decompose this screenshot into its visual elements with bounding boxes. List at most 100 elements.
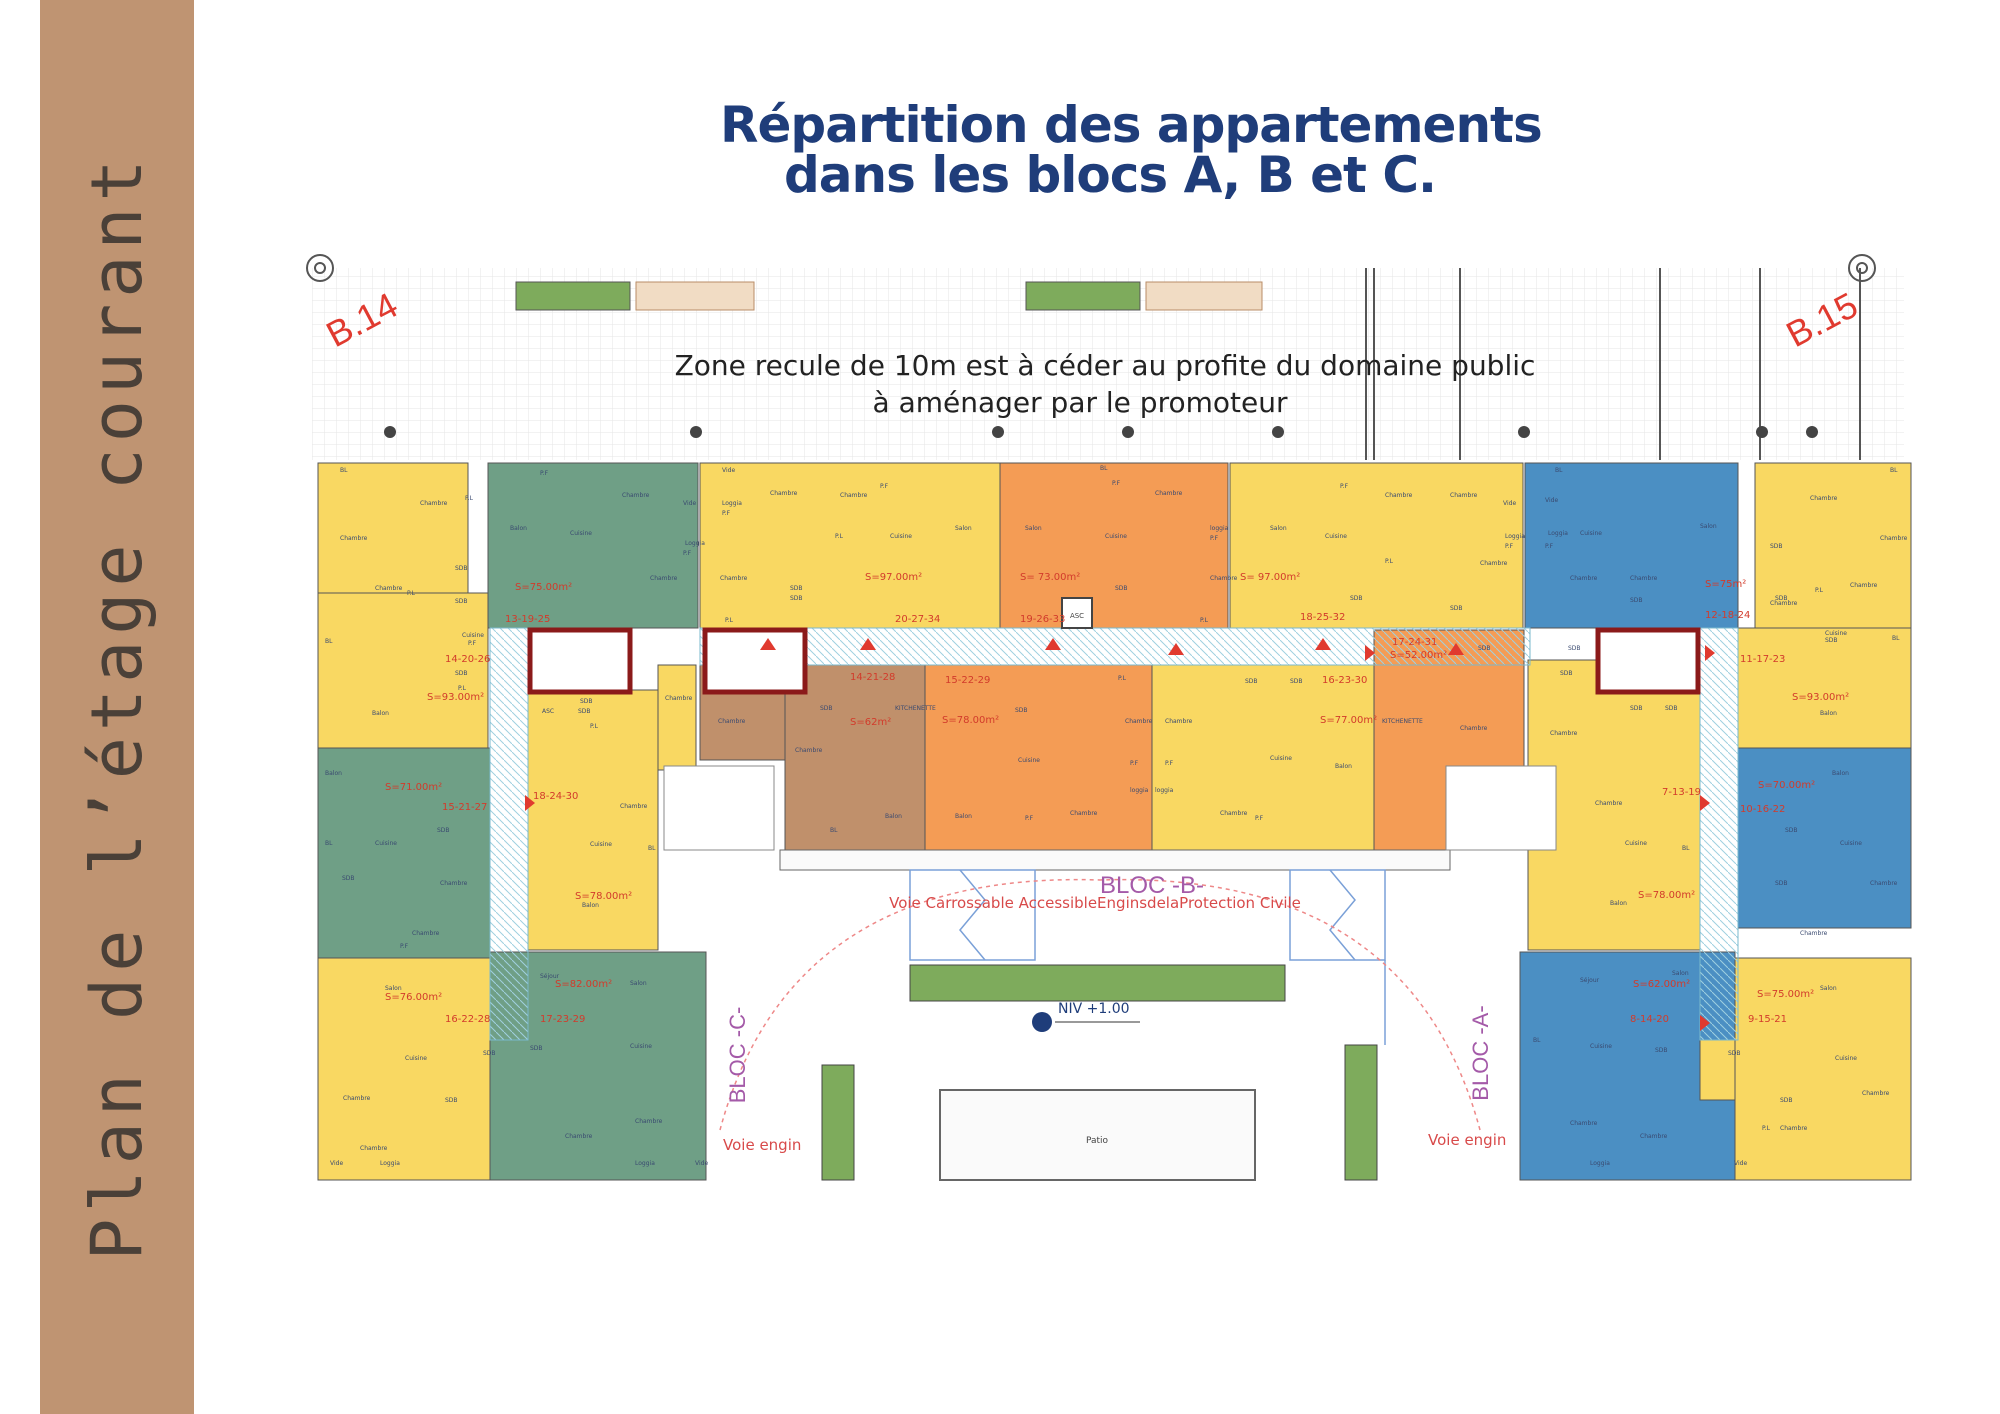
unit-u12 [924,664,1153,851]
room-label: Chambre [1480,560,1508,567]
unit-code: 20-27-34 [895,614,940,625]
page-title: Répartition des appartements dans les bl… [720,100,1543,204]
room-label: BL [325,840,333,847]
unit-u4 [999,462,1229,629]
street-lamps [384,426,1818,438]
room-label: Chambre [1550,730,1578,737]
planters-top [515,281,1263,311]
room-label: SDB [1728,1050,1741,1057]
room-label: Chambre [1450,492,1478,499]
room-label: Balon [1820,710,1837,717]
room-label: P.F [400,943,409,950]
room-label: Balon [955,813,972,820]
room-label: loggia [1130,787,1149,794]
room-label: SDB [1785,827,1798,834]
room-label: P.F [1255,815,1264,822]
room-label: Chambre [622,492,650,499]
room-label: BL [1533,1037,1541,1044]
room-label: P.F [1210,535,1219,542]
room-label: Chambre [1570,575,1598,582]
room-label: P.L [465,495,474,502]
room-label: SDB [790,595,803,602]
room-label: Cuisine [890,533,912,540]
room-label: Loggia [635,1160,655,1167]
room-label: Séjour [1580,977,1600,984]
room-label: SDB [455,670,468,677]
room-label: SDB [1450,605,1463,612]
bloc-a-label: BLOC -A- [1468,1005,1493,1100]
room-label: SDB [342,875,355,882]
unit-u17 [1737,747,1912,929]
room-label: Chambre [1165,718,1193,725]
patio-label: Patio [1086,1136,1109,1146]
room-label: Salon [1820,985,1837,992]
room-label: P.L [590,723,599,730]
room-label: Vide [683,500,696,507]
room-label: Chambre [1780,1125,1808,1132]
unit-area: S=78.00m² [575,891,632,902]
planter-center [909,964,1286,1002]
room-label: Chambre [795,747,823,754]
room-label: loggia [1155,787,1174,794]
zone-note-line-1: Zone recule de 10m est à céder au profit… [675,349,1536,382]
planter-right [1344,1044,1378,1181]
elevator-label: ASC [1070,612,1084,620]
room-label: Salon [1270,525,1287,532]
unit-area: S=75m² [1705,579,1746,590]
room-label: P.F [1025,815,1034,822]
room-label: SDB [580,698,593,705]
unit-area: S= 97.00m² [1240,572,1300,583]
room-label: P.F [880,483,889,490]
room-label: SDB [1478,645,1491,652]
unit-code: 12-18-24 [1705,610,1750,621]
room-label: Cuisine [1325,533,1347,540]
room-label: Salon [630,980,647,987]
room-label: SDB [445,1097,458,1104]
room-label: Loggia [685,540,705,547]
unit-area: S=78.00m² [942,715,999,726]
room-label: Chambre [340,535,368,542]
unit-u1 [317,462,469,594]
room-label: Vide [330,1160,343,1167]
unit-u13 [1151,664,1375,851]
room-label: Chambre [650,575,678,582]
room-label: SDB [1665,705,1678,712]
room-label: Chambre [1570,1120,1598,1127]
unit-u10 [527,689,659,951]
room-label: Chambre [420,500,448,507]
room-label: SDB [1115,585,1128,592]
room-label: Balon [1335,763,1352,770]
room-label: BL [648,845,656,852]
unit-u10b [657,664,697,771]
room-label: Chambre [1595,800,1623,807]
room-label: Chambre [1070,810,1098,817]
unit-u15 [1527,659,1701,951]
access-arcs [719,878,1481,1131]
room-label: SDB [820,705,833,712]
room-label: P.F [540,470,549,477]
level-label: NIV +1.00 [1058,1001,1130,1017]
room-label: P.L [407,590,416,597]
unit-u2 [487,462,699,629]
unit-u9 [1737,627,1912,749]
room-label: KITCHENETTE [1382,718,1423,725]
room-label: SDB [1655,1047,1668,1054]
room-label: BL [1890,467,1898,474]
page-title-line-2: dans les blocs A, B et C. [783,146,1437,204]
room-label: P.L [1200,617,1209,624]
room-label: KITCHENETTE [895,705,936,712]
unit-area: S=75.00m² [515,582,572,593]
room-label: Balon [1610,900,1627,907]
room-label: Balon [325,770,342,777]
planter-left [821,1064,855,1181]
room-label: Chambre [1155,490,1183,497]
room-label: ASC [542,708,554,715]
room-label: P.F [468,640,477,647]
room-label: Cuisine [1625,840,1647,847]
room-label: Vide [695,1160,708,1167]
room-label: Chambre [1220,810,1248,817]
room-label: P.L [1118,675,1127,682]
room-label: Cuisine [1835,1055,1857,1062]
unit-area: S=76.00m² [385,992,442,1003]
unit-code: 15-22-29 [945,675,990,686]
